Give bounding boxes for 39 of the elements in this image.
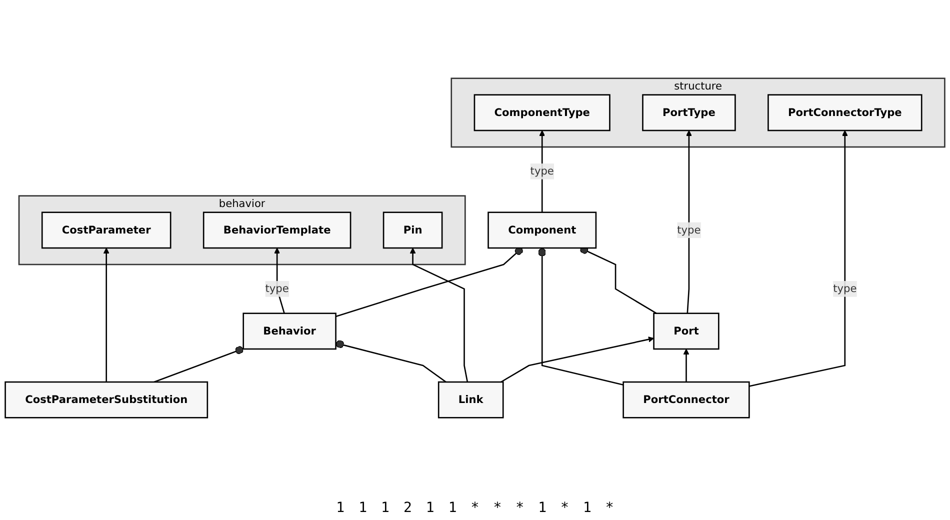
arrow: [683, 348, 690, 382]
multiplicity-label: 1: [448, 500, 457, 516]
node-box: PortType: [642, 94, 736, 132]
edge-label: type: [530, 164, 554, 178]
connector: [538, 248, 624, 386]
node-box: Port: [653, 312, 720, 350]
node-box: BehaviorTemplate: [202, 212, 352, 249]
node-box: Link: [438, 381, 504, 418]
multiplicity-label: *: [560, 500, 569, 516]
edge-label: type: [677, 224, 701, 236]
edge-label: type: [833, 282, 857, 295]
connector: [336, 340, 446, 383]
edge-label: type: [265, 282, 289, 295]
node-box: CostParameterSubstitution: [4, 381, 208, 418]
node-box: CostParameter: [41, 212, 172, 249]
multiplicity-label: *: [605, 500, 614, 516]
multiplicity-label: 2: [403, 500, 412, 516]
multiplicity-label: *: [493, 500, 502, 516]
multiplicity-label: 1: [336, 500, 345, 516]
arrow: [749, 130, 848, 387]
connector: [154, 346, 244, 383]
multiplicity-label: 1: [381, 500, 390, 516]
multiplicity-label: 1: [358, 500, 368, 516]
multiplicity-label: 1: [426, 500, 434, 516]
arrow: [410, 248, 468, 382]
arrow: [103, 248, 110, 382]
arrow: [500, 336, 654, 383]
multiplicity-label: 1: [538, 500, 547, 516]
node-box: PortConnector: [622, 381, 750, 418]
multiplicity-label: *: [516, 500, 524, 516]
node-box: PortConnectorType: [768, 94, 922, 132]
node-box: Component: [488, 212, 597, 249]
connector: [336, 246, 523, 318]
arrow: [686, 130, 692, 314]
multiplicity-label: 1: [582, 500, 592, 516]
multiplicity-label: *: [470, 500, 480, 516]
node-box: Behavior: [242, 312, 336, 350]
node-box: ComponentType: [474, 94, 610, 132]
node-box: Pin: [382, 212, 443, 249]
